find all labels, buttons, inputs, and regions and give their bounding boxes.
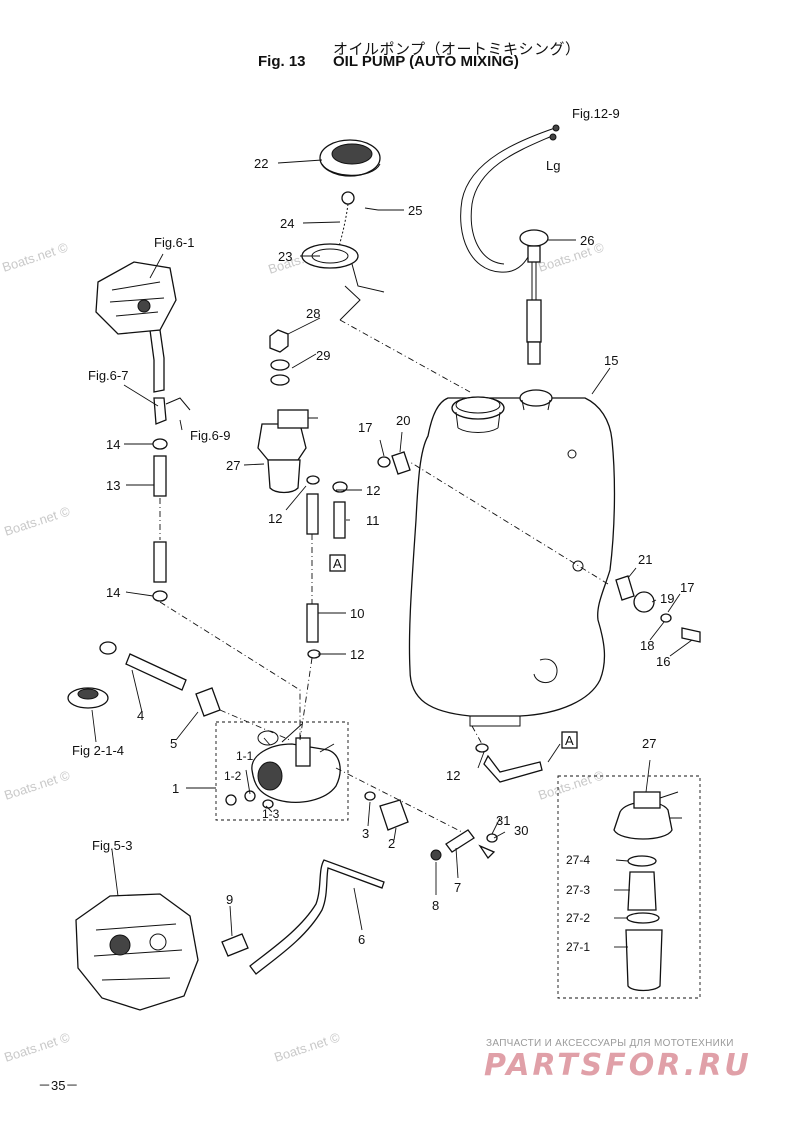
callout-21: 21 bbox=[638, 552, 652, 567]
page-number: －35－ bbox=[38, 1078, 79, 1093]
callout-27-4: 27-4 bbox=[566, 853, 590, 867]
fitting-group bbox=[430, 829, 498, 861]
watermark: Boats.net © bbox=[2, 767, 72, 802]
figure-title: OIL PUMP (AUTO MIXING) bbox=[333, 53, 519, 70]
ref-lg: Lg bbox=[546, 158, 560, 173]
part-3-washer bbox=[364, 791, 376, 801]
callout-24: 24 bbox=[280, 216, 294, 231]
callout-10: 10 bbox=[350, 606, 364, 621]
oil-pump-assembly bbox=[215, 721, 463, 833]
callout-26: 26 bbox=[580, 233, 594, 248]
callout-14-bottom: 14 bbox=[106, 585, 120, 600]
callout-13: 13 bbox=[106, 478, 120, 493]
callout-27-3: 27-3 bbox=[566, 883, 590, 897]
callout-12-d: 12 bbox=[446, 768, 460, 783]
callout-17-left: 17 bbox=[358, 420, 372, 435]
brand-logo: PARTSFOR.RU bbox=[484, 1048, 752, 1083]
callout-15: 15 bbox=[604, 353, 618, 368]
callout-23: 23 bbox=[278, 249, 292, 264]
watermark: Boats.net © bbox=[0, 239, 70, 274]
marker-a-upper: A bbox=[329, 554, 346, 572]
oil-filter-upper bbox=[257, 409, 348, 741]
callout-4: 4 bbox=[137, 708, 144, 723]
drive-shaft-group bbox=[67, 641, 291, 741]
filler-cap-assembly bbox=[269, 139, 471, 393]
ref-fig-5-3: Fig.5-3 bbox=[92, 838, 132, 853]
ref-fig-6-7: Fig.6-7 bbox=[88, 368, 128, 383]
svg-text:A: A bbox=[333, 556, 342, 571]
callout-1-3: 1-3 bbox=[262, 807, 280, 821]
part-2-shaft bbox=[379, 799, 409, 831]
callout-1-2: 1-2 bbox=[224, 769, 242, 783]
oil-tank bbox=[408, 389, 616, 727]
callout-12-c: 12 bbox=[350, 647, 364, 662]
callout-11: 11 bbox=[366, 513, 380, 528]
watermark: Boats.net © bbox=[536, 239, 606, 274]
callout-9: 9 bbox=[226, 892, 233, 907]
callout-30: 30 bbox=[514, 823, 528, 838]
oil-filter-exploded bbox=[557, 775, 701, 999]
figure-number: Fig. 13 bbox=[258, 53, 306, 70]
callout-27-lower: 27 bbox=[642, 736, 656, 751]
brand-tagline: ЗАПЧАСТИ И АКСЕССУАРЫ ДЛЯ МОТОТЕХНИКИ bbox=[486, 1038, 734, 1049]
tank-mount-group bbox=[377, 451, 701, 643]
watermark: Boats.net © bbox=[2, 503, 72, 538]
callout-12-a: 12 bbox=[366, 483, 380, 498]
callout-27-2: 27-2 bbox=[566, 911, 590, 925]
carburetor bbox=[75, 893, 199, 1011]
ref-fig-12-9: Fig.12-9 bbox=[572, 106, 620, 121]
callout-12-b: 12 bbox=[268, 511, 282, 526]
callout-25: 25 bbox=[408, 203, 422, 218]
callout-27-1: 27-1 bbox=[566, 940, 590, 954]
head-block bbox=[95, 261, 177, 335]
leader-lines bbox=[91, 159, 693, 948]
callout-19: 19 bbox=[660, 591, 674, 606]
marker-a-lower: A bbox=[561, 731, 578, 749]
callout-17-right: 17 bbox=[680, 580, 694, 595]
title-japanese: オイルポンプ（オートミキシング） bbox=[333, 40, 581, 58]
watermark: Boats.net © bbox=[536, 767, 606, 802]
ref-fig-6-9: Fig.6-9 bbox=[190, 428, 230, 443]
callout-2: 2 bbox=[388, 836, 395, 851]
callout-6: 6 bbox=[358, 932, 365, 947]
part-9-clip bbox=[221, 933, 249, 957]
callout-14-top: 14 bbox=[106, 437, 120, 452]
ref-fig-6-1: Fig.6-1 bbox=[154, 235, 194, 250]
callout-3: 3 bbox=[362, 826, 369, 841]
callout-16: 16 bbox=[656, 654, 670, 669]
level-gauge-assembly bbox=[460, 124, 560, 365]
callout-1-1: 1-1 bbox=[236, 749, 254, 763]
callout-7: 7 bbox=[454, 880, 461, 895]
watermark: Boats.net © bbox=[2, 1029, 72, 1064]
callout-28: 28 bbox=[306, 306, 320, 321]
svg-text:A: A bbox=[565, 733, 574, 748]
ref-fig-2-1-4: Fig 2-1-4 bbox=[72, 743, 124, 758]
callout-18: 18 bbox=[640, 638, 654, 653]
callout-20: 20 bbox=[396, 413, 410, 428]
callout-31: 31 bbox=[496, 813, 510, 828]
outlet-hose-group bbox=[471, 725, 543, 783]
left-hose-group bbox=[149, 329, 301, 740]
part-6-hose bbox=[249, 859, 385, 975]
callout-29: 29 bbox=[316, 348, 330, 363]
callout-22: 22 bbox=[254, 156, 268, 171]
callout-1: 1 bbox=[172, 781, 179, 796]
callout-27-upper: 27 bbox=[226, 458, 240, 473]
callout-5: 5 bbox=[170, 736, 177, 751]
watermark: Boats.net © bbox=[272, 1029, 342, 1064]
callout-8: 8 bbox=[432, 898, 439, 913]
